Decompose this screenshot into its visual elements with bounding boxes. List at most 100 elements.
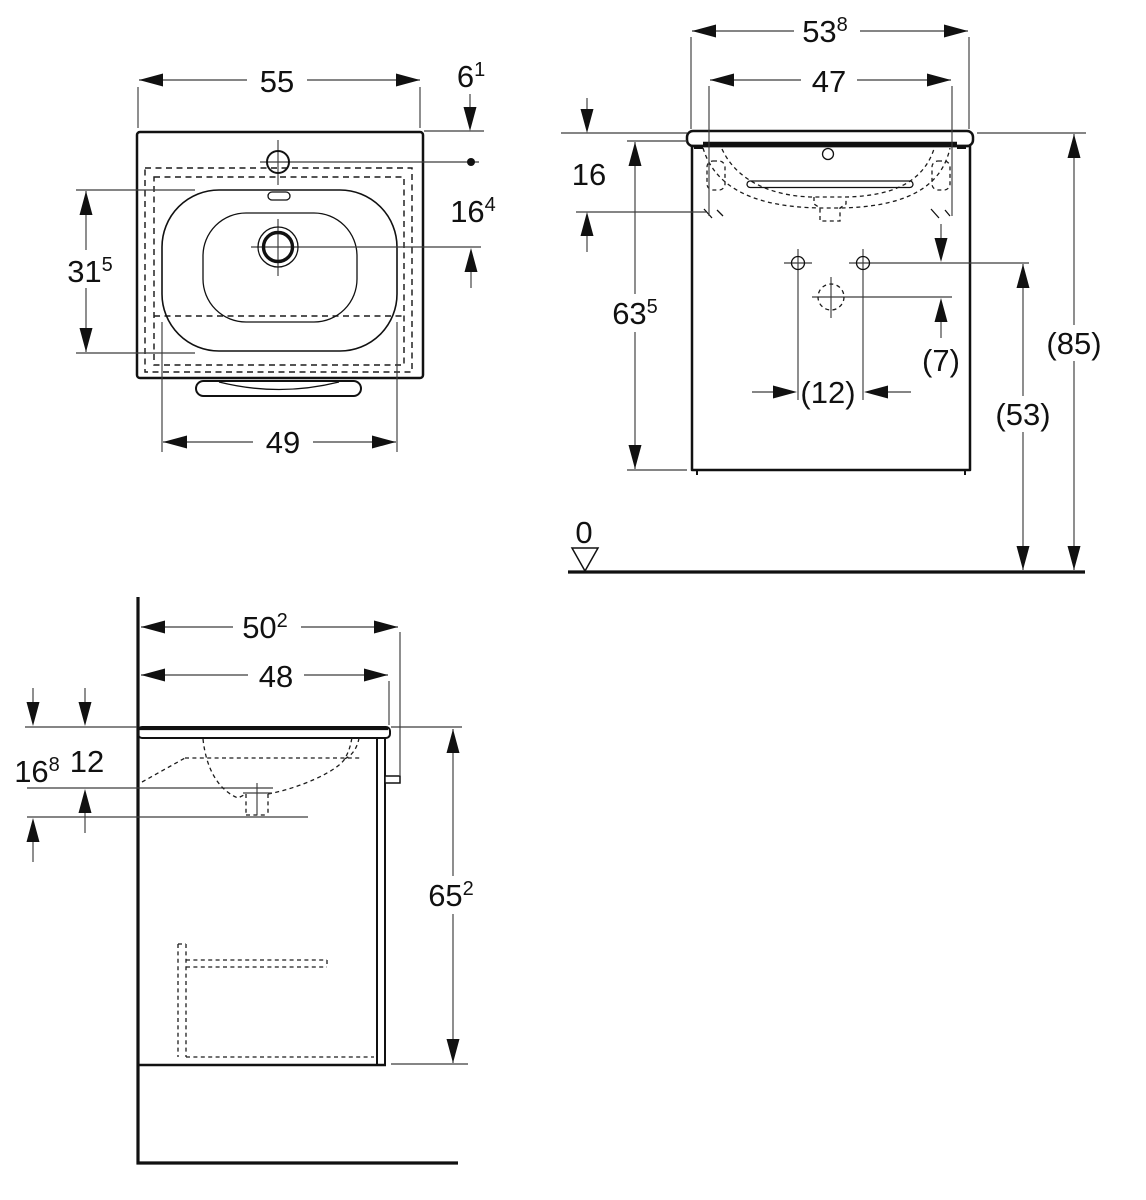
- arrowhead: [446, 729, 460, 753]
- dim-label: 168: [14, 754, 60, 789]
- dim-basin-width: 49: [161, 322, 398, 460]
- dim-total-height: (85): [977, 132, 1107, 570]
- dim-label: 61: [457, 59, 485, 94]
- arrowhead: [141, 668, 165, 682]
- arrowhead: [78, 789, 92, 813]
- arrowhead: [773, 385, 797, 399]
- tap-hole: [266, 150, 290, 174]
- dim-overflow-depth: 12: [27, 688, 273, 833]
- arrowhead: [1016, 546, 1030, 570]
- arrowhead: [372, 435, 396, 449]
- arrowhead: [944, 24, 968, 38]
- dim-front-total-width: 538: [690, 14, 970, 129]
- arrowhead: [628, 445, 642, 469]
- arrowhead: [26, 818, 40, 842]
- datum-label: 0: [575, 515, 592, 550]
- label-gap: [991, 396, 1056, 432]
- arrowhead: [79, 328, 93, 352]
- fixing-holes: [784, 249, 877, 400]
- datum-triangle-icon: [570, 547, 600, 573]
- dim-siphon-offset: (7): [922, 224, 960, 378]
- label-gap: [801, 64, 857, 96]
- dim-label: 538: [802, 14, 848, 49]
- dim-label: (7): [922, 343, 960, 378]
- hidden-drain-funnel: [813, 197, 847, 222]
- dim-label: (85): [1046, 326, 1101, 361]
- arrowhead: [580, 109, 594, 133]
- dim-rim-to-fixing: 16: [561, 98, 706, 252]
- dim-holes-height: (53): [877, 262, 1056, 570]
- arrowhead: [464, 248, 478, 272]
- arrowhead: [141, 620, 165, 634]
- hidden-cabinet-outer: [144, 167, 413, 373]
- washbasin-outline: [135, 130, 425, 380]
- dim-basin-depth: 315: [62, 189, 195, 354]
- front-view: 538 47 16: [561, 14, 1107, 574]
- dim-label: 16: [572, 157, 606, 192]
- dim-drain-depth: 168: [14, 688, 308, 862]
- tap-hole: [821, 147, 835, 161]
- arrowhead: [78, 702, 92, 726]
- drain-hole: [261, 230, 295, 264]
- arrowhead: [374, 620, 398, 634]
- dim-label: 164: [450, 194, 496, 229]
- dim-label: 48: [259, 659, 293, 694]
- arrowhead: [26, 702, 40, 726]
- dim-label: 12: [70, 744, 104, 779]
- hidden-bowl-and-drain: [141, 736, 360, 816]
- dim-unit-height: 652: [391, 729, 486, 1065]
- side-view: 502 48 12: [14, 597, 486, 1165]
- arrowhead: [1016, 264, 1030, 288]
- arrowhead: [580, 212, 594, 236]
- dim-top-depth: 48: [141, 658, 390, 725]
- label-gap: [62, 250, 114, 288]
- arrowhead: [364, 668, 388, 682]
- dim-cabinet-height: 635: [605, 140, 687, 471]
- arrowhead: [628, 142, 642, 166]
- trap-curve: [218, 381, 340, 391]
- hidden-bowl-outer: [702, 147, 951, 209]
- basin-inner-bowl: [202, 212, 358, 323]
- arrowhead: [692, 24, 716, 38]
- hidden-bracket-right: [931, 160, 951, 191]
- dim-label: 502: [242, 610, 288, 645]
- dim-label: 47: [812, 64, 846, 99]
- label-gap: [1042, 325, 1107, 361]
- hidden-bowl-inner: [721, 148, 935, 198]
- trap-outline: [195, 380, 362, 397]
- arrowhead: [1067, 134, 1081, 158]
- arrowhead: [710, 73, 734, 87]
- label-gap: [794, 14, 860, 48]
- siphon-circle: [817, 283, 845, 311]
- plan-view: 55 61 164 315: [62, 59, 496, 460]
- dim-label: 55: [260, 64, 294, 99]
- arrowhead: [927, 73, 951, 87]
- label-gap: [605, 294, 667, 332]
- dim-plan-total-width: 55: [137, 63, 421, 128]
- fixing-hole-right: [855, 255, 871, 271]
- tap-reference-dot: [467, 158, 475, 166]
- dim-total-depth: 502: [141, 610, 401, 775]
- label-gap: [247, 63, 307, 97]
- hidden-drawer: [177, 943, 374, 1058]
- overflow-slot: [267, 191, 291, 201]
- dim-label: (53): [995, 397, 1050, 432]
- drain-outer-ring: [257, 226, 299, 268]
- arrowhead: [163, 435, 187, 449]
- arrowhead: [934, 298, 948, 322]
- siphon-outlet: [812, 277, 952, 318]
- dim-tap-setback: 61: [424, 59, 485, 132]
- dim-label: 652: [428, 878, 474, 913]
- hidden-cabinet-inner: [153, 176, 405, 366]
- arrowhead: [79, 191, 93, 215]
- hidden-bracket-left: [706, 160, 726, 191]
- dim-tap-to-drain: 164: [450, 194, 496, 288]
- label-gap: [233, 610, 301, 644]
- fixing-hole-left: [790, 255, 806, 271]
- basin-outer-rim: [161, 189, 398, 352]
- datum-symbol: 0: [570, 515, 600, 573]
- label-gap: [248, 658, 304, 692]
- arrowhead: [139, 73, 163, 87]
- cabinet-outline: [690, 144, 972, 472]
